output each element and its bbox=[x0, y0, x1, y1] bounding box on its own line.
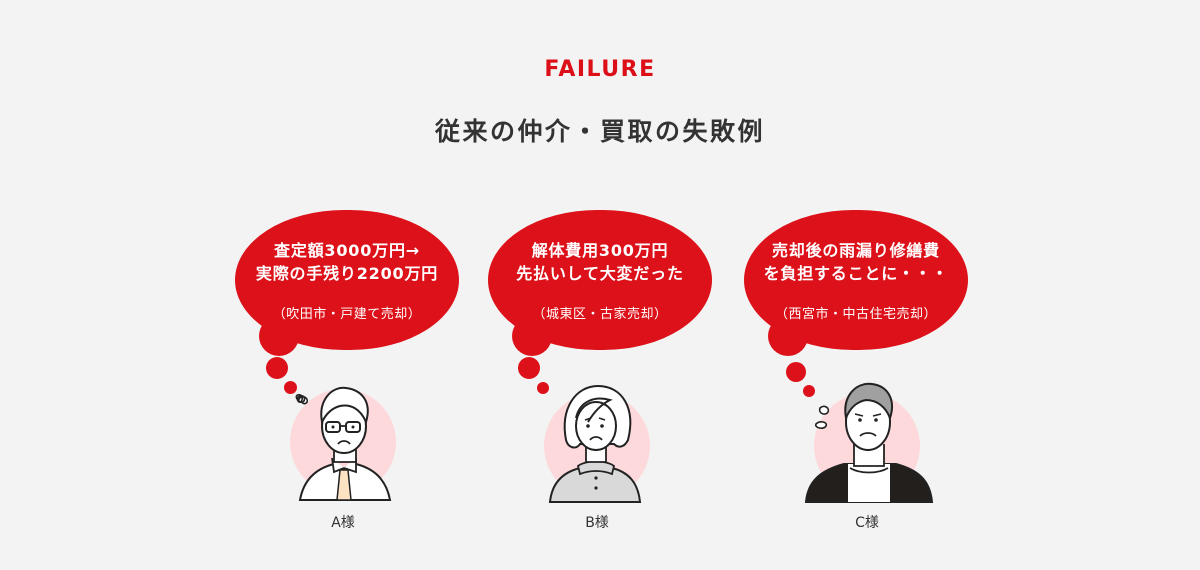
thought-bubble: 解体費用300万円 先払いして大変だった （城東区・古家売却） bbox=[488, 210, 712, 356]
worried-older-man-icon bbox=[804, 382, 934, 503]
thought-bubble: 売却後の雨漏り修繕費 を負担することに・・・ （西宮市・中古住宅売却） bbox=[744, 210, 968, 356]
thought-bubble: 査定額3000万円→ 実際の手残り2200万円 （吹田市・戸建て売却） bbox=[235, 210, 459, 356]
person-name: C様 bbox=[855, 515, 879, 531]
case-location: （西宮市・中古住宅売却） bbox=[774, 307, 937, 322]
bubble-tail-bump bbox=[512, 316, 552, 356]
person-name: A様 bbox=[331, 515, 355, 531]
bubble-tail-bump bbox=[259, 316, 299, 356]
worried-woman-icon bbox=[548, 384, 642, 503]
section-title: 従来の仲介・買取の失敗例 bbox=[434, 117, 765, 146]
case-location: （城東区・古家売却） bbox=[532, 307, 668, 322]
thought-dot-large bbox=[266, 357, 288, 379]
thought-dot-small bbox=[803, 385, 815, 397]
case-location: （吹田市・戸建て売却） bbox=[272, 307, 422, 322]
section-eyebrow: FAILURE bbox=[544, 57, 656, 82]
bubble-text-line1: 売却後の雨漏り修繕費 bbox=[771, 241, 940, 260]
bubble-text-line2: 実際の手残り2200万円 bbox=[255, 264, 439, 283]
case-card-a: 査定額3000万円→ 実際の手残り2200万円 （吹田市・戸建て売却） A様 bbox=[0, 0, 459, 570]
thought-dot-small bbox=[537, 382, 549, 394]
bubble-text-line1: 解体費用300万円 bbox=[531, 241, 669, 260]
case-card-b: 解体費用300万円 先払いして大変だった （城東区・古家売却） B様 bbox=[0, 0, 712, 570]
bubble-text-line1: 査定額3000万円→ bbox=[274, 241, 420, 260]
thought-dot-large bbox=[786, 362, 806, 382]
worried-man-with-glasses-icon bbox=[295, 386, 392, 501]
thought-dot-small bbox=[284, 381, 297, 394]
thought-dot-large bbox=[518, 357, 540, 379]
person-name: B様 bbox=[585, 515, 609, 531]
case-card-c: 売却後の雨漏り修繕費 を負担することに・・・ （西宮市・中古住宅売却） C様 bbox=[0, 0, 968, 570]
bubble-tail-bump bbox=[768, 316, 808, 356]
bubble-text-line2: 先払いして大変だった bbox=[516, 264, 684, 283]
bubble-text-line2: を負担することに・・・ bbox=[763, 264, 949, 283]
